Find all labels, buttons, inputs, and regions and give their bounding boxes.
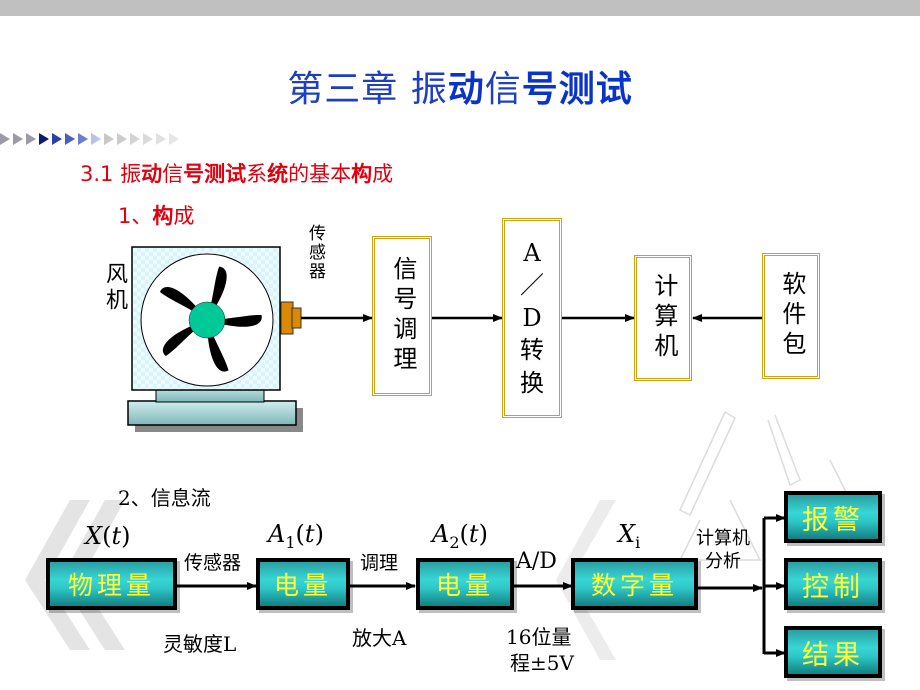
slide-title: 第三章 振动信号测试 [0,60,920,112]
block-line: 换 [520,368,544,397]
fan-label: 风机 [102,262,127,314]
analysis-line: 分析 [705,550,741,572]
node-digital-quantity: 数字量 [571,558,698,610]
range-line: 16位量 [506,625,572,649]
heading-part: 号测试 [183,162,247,186]
fan-illustration [127,246,303,432]
block-label: 计算机 [649,273,678,363]
edge-label-amplify: 放大A [352,626,407,650]
output-alarm: 报警 [784,491,882,543]
block-line: ／ [520,271,544,300]
block-signal-conditioning: 信号调理 [372,236,432,396]
fan-hub [188,301,226,339]
title-part: 信 [484,69,522,110]
decor-arrow-icon [143,133,153,145]
heading-part: 统 [267,162,289,186]
symbol-main: A [432,520,450,548]
symbol-main: A [268,520,286,548]
decor-arrow-icon [117,133,127,145]
edge-label-computer-analysis: 计算机 分析 [696,528,750,573]
heading-part: 构 [351,162,373,186]
node-label: 物理量 [67,571,155,600]
title-part: 动 [447,69,485,110]
block-label: 信号调理 [388,256,417,376]
node-electrical-2: 电量 [416,558,514,610]
decor-arrow-icon [65,133,75,145]
range-line: 程±5V [510,651,574,675]
block-line: A [523,239,541,268]
heading-part: 信 [162,162,184,186]
decor-arrow-icon [26,133,36,145]
decor-arrow-icon [156,133,166,145]
decor-arrow-icon [39,133,49,145]
node-label: 电量 [273,571,332,600]
edge-label-range: 16位量 程±5V [506,624,574,676]
symbol-sub: 1 [285,532,296,552]
top-bar [0,0,920,16]
heading-part: 3.1 振 [80,162,142,186]
symbol-x-t: X(t) [85,522,131,550]
title-part: 号测试 [521,69,633,110]
block-software-package: 软件包 [762,253,820,379]
node-label: 电量 [435,571,494,600]
subheading-number: 1、 [118,204,153,228]
node-physical-quantity: 物理量 [46,558,177,610]
section-heading: 3.1 振动信号测试系统的基本构成 [80,158,393,188]
output-label: 结果 [802,639,864,671]
block-line: D [522,303,542,332]
subheading-composition: 1、构成 [118,200,194,230]
fan-base [127,400,297,426]
symbol-sub: i [635,532,641,552]
output-label: 控制 [802,571,864,603]
subheading-bold: 构 [152,204,174,228]
node-label: 数字量 [590,571,678,600]
decor-arrow-icon [91,133,101,145]
symbol-sub: 2 [449,532,460,552]
heading-part: 的基本 [288,162,352,186]
output-label: 报警 [802,504,864,536]
symbol-main: X [618,520,636,548]
subheading-rest: 成 [173,204,195,228]
decor-arrow-icon [78,133,88,145]
decor-arrow-icon [130,133,140,145]
heading-part: 动 [141,162,163,186]
subheading-info-flow: 2、信息流 [118,486,211,510]
sensor-label: 传感器 [305,224,325,281]
edge-label-sensitivity: 灵敏度L [163,632,237,656]
block-label: 软件包 [777,271,806,361]
title-part: 第三章 振 [287,69,448,110]
decor-arrow-icon [0,133,10,145]
symbol-a1-t: A1(t) [268,520,324,552]
block-line: 转 [520,336,544,365]
output-result: 结果 [784,626,882,678]
heading-part: 系 [246,162,268,186]
decor-arrow-icon [13,133,23,145]
output-control: 控制 [784,558,882,610]
heading-part: 成 [372,162,394,186]
edge-label-ad: A/D [516,549,557,574]
decor-arrow-icon [104,133,114,145]
symbol-main: X [85,522,103,550]
decor-arrow-icon [52,133,62,145]
symbol-a2-t: A2(t) [432,520,488,552]
edge-label-conditioning: 调理 [360,552,399,574]
edge-label-sensor: 传感器 [184,552,242,574]
decor-arrow-row [0,133,182,147]
decor-arrow-icon [169,133,179,145]
block-ad-conversion: A ／ D 转 换 [502,218,562,418]
node-electrical-1: 电量 [256,558,350,610]
analysis-line: 计算机 [696,528,750,549]
symbol-xi: Xi [618,520,640,552]
block-computer: 计算机 [634,255,692,381]
